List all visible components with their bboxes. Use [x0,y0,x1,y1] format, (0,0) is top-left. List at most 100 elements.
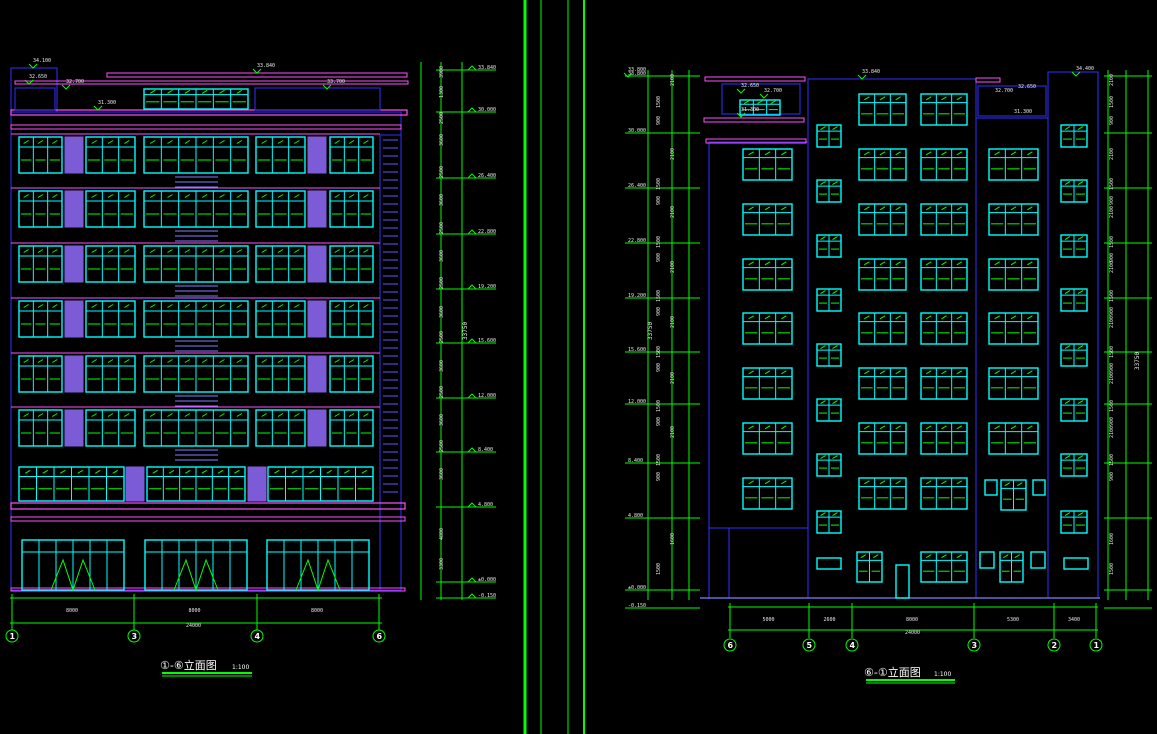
window-frame [329,355,374,393]
window-hinge-mark [219,359,225,363]
window-frame [988,312,1039,345]
window-hinge-mark [956,151,963,156]
left-top-label: 32.700 [66,79,84,85]
right-height-dim: 1500 [656,96,662,108]
right-axis-bubble [845,638,859,652]
window [18,409,63,447]
window-frame [255,300,306,338]
window-frame [329,245,374,283]
window-hinge-mark [1027,370,1033,375]
window-hinge-mark [895,96,901,101]
left-elev-marker [252,68,262,74]
window [267,466,374,502]
window-hinge-mark [261,359,267,363]
window-hinge-mark [872,554,879,559]
window-hinge-mark [343,469,350,474]
window-hinge-mark [781,261,787,266]
window-frame [920,312,968,345]
window [1060,510,1088,534]
left-top-label: 33.700 [327,79,345,85]
window-hinge-mark [124,413,130,417]
window [255,245,306,283]
left-height-dim: 1300 [439,86,445,98]
window-hinge-mark [956,425,963,430]
left-stair-panel [125,466,145,502]
window-hinge-mark [91,249,97,253]
left-total-dim: 24000 [186,623,201,629]
window-hinge-mark [956,96,963,101]
right-rheight-dim: 2100 [1109,261,1115,273]
window-hinge-mark [820,290,826,295]
window-hinge-mark [1077,512,1084,517]
left-height-dim: 2500 [439,222,445,234]
window-hinge-mark [201,413,208,417]
window-hinge-mark [37,194,44,198]
window-hinge-mark [149,89,156,94]
left-shopfront [266,539,370,592]
window-frame [85,136,136,174]
left-level-mark: 4.800 [478,502,493,508]
window-hinge-mark [941,315,947,320]
window-hinge-mark [1077,126,1084,131]
left-elev-marker [24,79,34,85]
window-hinge-mark [832,455,838,460]
right-rheight-dim: 2100 [1109,74,1115,86]
window [988,203,1039,236]
window [858,93,907,126]
window [329,190,374,228]
window-hinge-mark [124,194,130,198]
window-hinge-mark [820,345,826,350]
window-frame [858,148,907,181]
right-bay-dim: 3400 [1068,617,1080,623]
right-level-mark: 4.800 [628,513,643,519]
window [329,245,374,283]
window-hinge-mark [994,151,1000,156]
window [988,422,1039,455]
right-rheight-dim: 2100 [1109,426,1115,438]
right-height-dim: 900 [656,472,662,481]
window-frame [255,355,306,393]
left-stair-panel [64,300,84,338]
window-hinge-mark [832,181,838,186]
window [85,245,136,283]
right-axis-label: 4 [850,641,856,650]
left-height-dim: 3600 [439,360,445,372]
window-hinge-mark [261,249,267,253]
window-hinge-mark [1027,151,1033,156]
left-stair-panel [64,190,84,228]
right-drawing-scale: 1:100 [934,671,951,678]
window [85,136,136,174]
window-frame [18,355,63,393]
window-hinge-mark [107,304,114,308]
window-hinge-mark [167,413,173,417]
shopfront-door-swing [295,558,341,592]
left-level-mark: -0.150 [478,593,496,599]
right-height-dim: 2100 [670,206,676,218]
window [920,203,968,236]
window [742,258,793,291]
right-height-dim: 1500 [656,290,662,302]
right-rheight-dim: 900 [1109,253,1115,262]
window-hinge-mark [879,261,886,266]
window-hinge-mark [167,249,173,253]
window-hinge-mark [52,140,58,144]
window-hinge-mark [261,194,267,198]
window-hinge-mark [334,413,340,417]
window [920,551,968,583]
left-window-grid [18,88,374,592]
window-hinge-mark [277,304,284,308]
right-top-label: 33.800 [628,67,646,73]
window-hinge-mark [864,261,870,266]
window-hinge-mark [23,413,29,417]
window-hinge-mark [112,469,119,474]
right-height-dim: 900 [656,417,662,426]
left-bay-dim: 8000 [189,608,201,614]
window-hinge-mark [219,249,225,253]
window-hinge-mark [37,413,44,417]
window [920,258,968,291]
window-frame [18,245,63,283]
window-hinge-mark [291,469,298,474]
right-stair-tower [1047,71,1099,599]
window-hinge-mark [185,469,191,474]
